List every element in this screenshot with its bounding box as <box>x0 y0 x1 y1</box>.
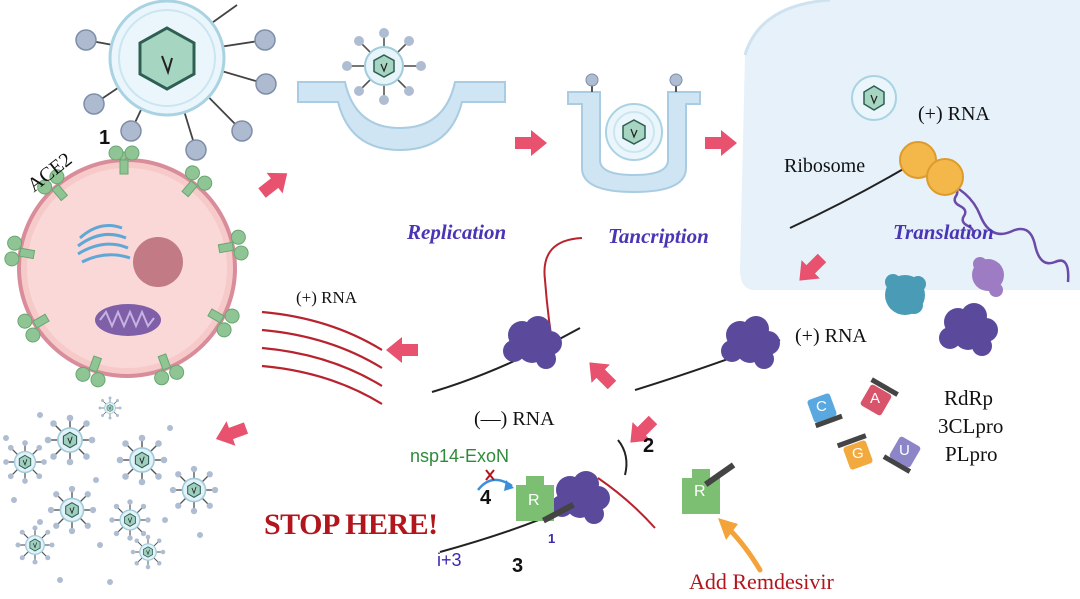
step-3-label: 3 <box>512 555 524 577</box>
rdrp-on-plus-rna <box>634 316 781 391</box>
step-1-label: 1 <box>99 127 111 149</box>
mitochondrion-icon <box>95 304 161 336</box>
golgi-icon <box>77 224 131 264</box>
arrow-left-icon <box>386 337 418 363</box>
r-block-label: R <box>694 483 706 500</box>
step-2-label: 2 <box>643 435 655 457</box>
position-1-label: 1 <box>548 531 556 546</box>
ribosome <box>789 141 1070 283</box>
3clpro-label: 3CLpro <box>938 414 1004 438</box>
plus-rna-mid-label: (+) RNA <box>795 325 867 347</box>
nsp14-exon-label: nsp14-ExoN <box>410 446 510 466</box>
nucleotide-a-label: A <box>870 390 881 407</box>
plus-rna-left-label: (+) RNA <box>296 288 358 307</box>
arrow-down-left-icon <box>799 253 827 281</box>
arrow-left-icon <box>215 421 249 446</box>
transcription-label: Tancription <box>608 224 709 248</box>
add-remdesivir-label: Add Remdesivir <box>689 569 834 594</box>
remdesivir-incorporated-block <box>516 476 575 524</box>
exonuclease-blocked-icon <box>477 469 514 491</box>
stop-here-label: STOP HERE! <box>264 508 438 541</box>
minus-rna-label: (—) RNA <box>474 408 555 430</box>
arrow-right-icon <box>705 130 737 156</box>
plus-rna-top-label: (+) RNA <box>918 103 990 125</box>
nucleotide-c-label: C <box>816 398 827 415</box>
step-4-label: 4 <box>480 487 492 509</box>
rdrp-replication <box>431 237 583 393</box>
stalled-rdrp-complex <box>439 439 656 553</box>
released-capsid <box>851 75 897 121</box>
ace2-receptor <box>4 145 249 388</box>
plpro-label: PLpro <box>945 442 998 466</box>
arrow-down-left-icon <box>630 415 658 443</box>
nucleotide-u-label: U <box>899 442 910 459</box>
progeny-virions <box>2 396 219 585</box>
plus-rna-strands <box>261 310 383 405</box>
endocytosis-membrane <box>297 28 506 152</box>
translation-label: Translation <box>893 220 994 244</box>
arrow-right-icon <box>258 172 288 198</box>
host-cell <box>4 145 249 388</box>
free-remdesivir-block <box>682 462 763 573</box>
endosome <box>567 73 701 194</box>
arrow-right-icon <box>515 130 547 156</box>
process-arrows <box>215 130 827 446</box>
nucleotide-g-label: G <box>852 445 864 462</box>
i-plus-3-label: i+3 <box>437 550 462 570</box>
r-block-label: R <box>528 492 540 509</box>
replication-label: Replication <box>407 220 507 244</box>
arrow-up-left-icon <box>589 362 617 390</box>
nucleotides <box>807 377 921 474</box>
rdrp-label: RdRp <box>944 386 994 410</box>
translated-proteins <box>885 257 1004 356</box>
ribosome-label: Ribosome <box>784 155 866 177</box>
virion-attaching <box>75 0 277 161</box>
